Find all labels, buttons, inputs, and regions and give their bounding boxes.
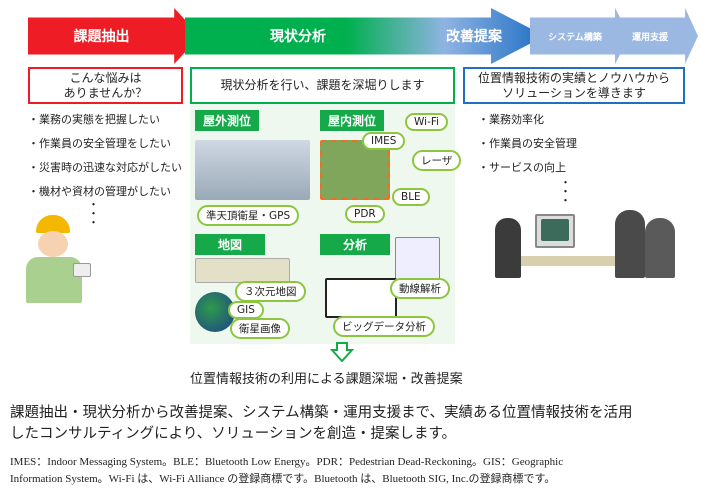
label-big-data-analysis: ビッグデータ分析 [333, 316, 435, 337]
list-item: ・業務の実態を把握したい [28, 113, 160, 126]
card-title-indoor: 屋内測位 [320, 110, 385, 131]
label-pdr: PDR [345, 205, 385, 223]
summary-line: 課題抽出・現状分析から改善提案、システム構築・運用支援まで、実績ある位置情報技術… [10, 405, 633, 421]
summary-line: したコンサルティングにより、ソリューションを創造・提案します。 [10, 426, 457, 442]
box-text: ありませんか？ [63, 85, 148, 100]
box-text: 現状分析を行い、課題を深堀りします [220, 78, 425, 92]
box-text: ソリューションを導きます [502, 85, 646, 100]
box-text: こんな悩みは [69, 70, 142, 85]
step-label: システム構築 [548, 32, 602, 43]
label-flow-analysis: 動線解析 [390, 278, 450, 299]
step-label: 改善提案 [446, 29, 502, 45]
city-satellite-illustration [195, 140, 310, 200]
label-qzss-gps: 準天頂衛星・GPS [197, 205, 300, 226]
meeting-illustration [495, 210, 695, 295]
step-issue-extraction: 課題抽出 [28, 8, 200, 64]
result-text: 位置情報技術の利用による課題深堀・改善提案 [190, 372, 463, 387]
footnote: IMES：Indoor Messaging System。BLE：Bluetoo… [10, 454, 563, 488]
step-label: 現状分析 [270, 29, 326, 45]
benefit-list: ・業務効率化 ・作業員の安全管理 ・サービスの向上 [478, 108, 577, 180]
list-item: ・機材や資材の管理がしたい [28, 185, 171, 198]
list-item: ・業務効率化 [478, 113, 544, 126]
chart-illustration [325, 278, 397, 318]
footnote-line: Information System。Wi-Fi は、Wi-Fi Allianc… [10, 473, 556, 485]
worker-illustration [18, 215, 98, 305]
step-operation-support: 運用支援 [612, 8, 698, 64]
card-title-map: 地図 [195, 234, 265, 255]
summary-text: 課題抽出・現状分析から改善提案、システム構築・運用支援まで、実績ある位置情報技術… [10, 403, 632, 445]
card-title-analysis: 分析 [320, 234, 390, 255]
label-satellite-image: 衛星画像 [230, 318, 290, 339]
label-laser: レーザ [412, 150, 462, 171]
indoor-illustration [320, 140, 390, 200]
problem-box: こんな悩みはありませんか？ [28, 67, 183, 104]
ellipsis: ・・・ [560, 176, 571, 207]
analysis-box: 現状分析を行い、課題を深堀りします [190, 67, 455, 104]
ellipsis: ・・・ [88, 198, 99, 229]
list-item: ・作業員の安全管理をしたい [28, 137, 171, 150]
step-analysis-proposal: 現状分析 改善提案 [185, 8, 545, 64]
label-gis: GIS [228, 301, 264, 319]
list-item: ・災害時の迅速な対応がしたい [28, 161, 182, 174]
map-illustration [195, 258, 290, 283]
label-3d-map: ３次元地図 [235, 281, 306, 302]
label-ble: BLE [392, 188, 430, 206]
footnote-line: IMES：Indoor Messaging System。BLE：Bluetoo… [10, 456, 564, 468]
label-imes: IMES [362, 132, 406, 150]
card-title-outdoor: 屋外測位 [195, 110, 260, 131]
list-item: ・作業員の安全管理 [478, 137, 577, 150]
box-text: 位置情報技術の実績とノウハウから [477, 70, 670, 85]
label-wifi: Wi-Fi [405, 113, 449, 131]
solution-box: 位置情報技術の実績とノウハウからソリューションを導きます [463, 67, 685, 104]
step-label: 運用支援 [631, 32, 668, 43]
step-label: 課題抽出 [73, 29, 130, 45]
list-item: ・サービスの向上 [478, 161, 566, 174]
down-arrow-icon [330, 342, 354, 362]
problem-list: ・業務の実態を把握したい ・作業員の安全管理をしたい ・災害時の迅速な対応がした… [28, 108, 182, 204]
